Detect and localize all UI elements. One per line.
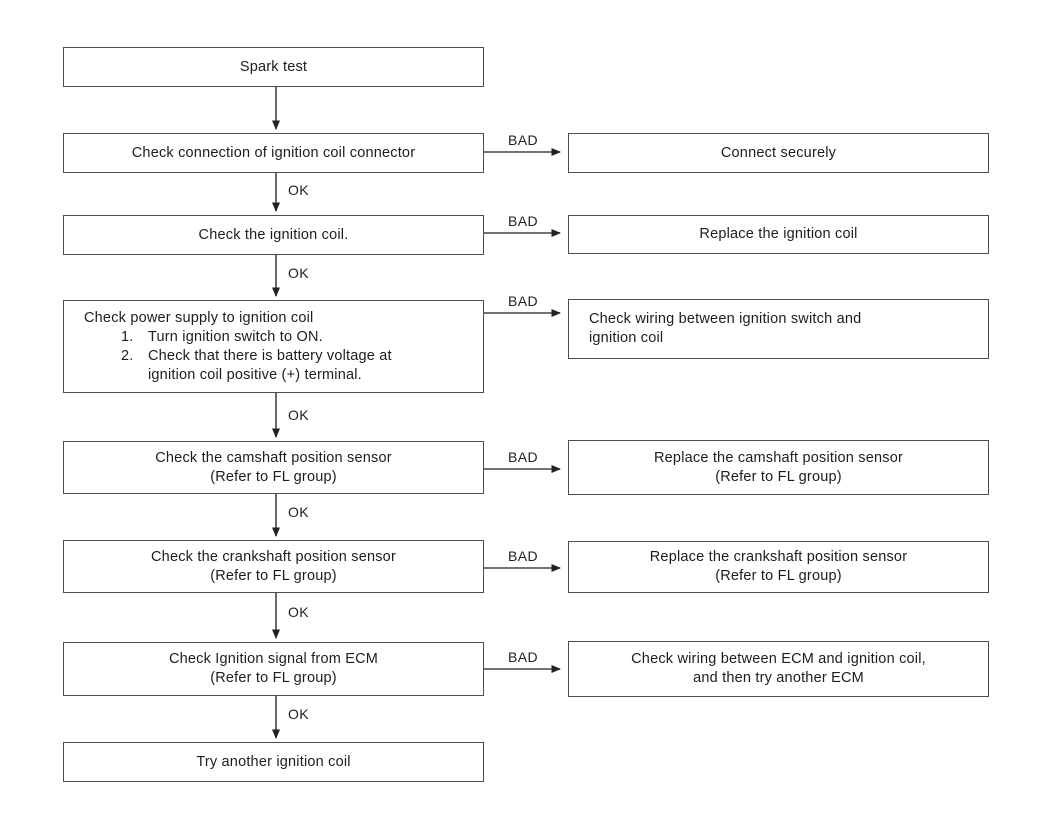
- bad-label: BAD: [508, 132, 538, 148]
- box-text: Check the camshaft position sensor: [155, 449, 392, 466]
- box-text: Check power supply to ignition coil: [84, 309, 314, 326]
- flow-box-replace-ignition-coil: Replace the ignition coil: [568, 215, 989, 254]
- ok-label: OK: [288, 604, 310, 620]
- bad-label: BAD: [508, 548, 538, 564]
- box-text: Check wiring between ECM and ignition co…: [631, 651, 926, 667]
- box-text: and then try another ECM: [693, 670, 864, 686]
- box-text: Replace the ignition coil: [699, 226, 858, 242]
- box-text: (Refer to FL group): [210, 468, 337, 485]
- bad-label: BAD: [508, 213, 538, 229]
- box-text: (Refer to FL group): [210, 567, 337, 584]
- bad-label: BAD: [508, 293, 538, 309]
- box-text: Check the ignition coil.: [198, 226, 349, 243]
- box-text: Check wiring between ignition switch and: [589, 311, 862, 327]
- box-text: Try another ignition coil: [196, 753, 351, 770]
- flow-box-replace-camshaft-sensor: Replace the camshaft position sensor (Re…: [568, 440, 989, 495]
- flow-box-check-ecm-signal: Check Ignition signal from ECM (Refer to…: [63, 642, 484, 696]
- ok-label: OK: [288, 504, 310, 520]
- box-text: (Refer to FL group): [210, 670, 337, 686]
- box-text: Check connection of ignition coil connec…: [131, 144, 416, 161]
- flow-box-connect-securely: Connect securely: [568, 133, 989, 173]
- bad-label: BAD: [508, 449, 538, 465]
- bad-label: BAD: [508, 649, 538, 665]
- ok-label: OK: [288, 407, 310, 423]
- flow-box-check-power-supply: Check power supply to ignition coil 1. T…: [63, 300, 484, 393]
- flow-box-check-connector: Check connection of ignition coil connec…: [63, 133, 484, 173]
- flow-box-check-wiring-ecm: Check wiring between ECM and ignition co…: [568, 641, 989, 697]
- box-text: Check Ignition signal from ECM: [168, 651, 379, 667]
- flow-box-check-wiring-ignition-switch: Check wiring between ignition switch and…: [568, 299, 989, 359]
- flow-box-spark-test: Spark test: [63, 47, 484, 87]
- box-text: (Refer to FL group): [715, 568, 842, 584]
- flow-box-check-ignition-coil: Check the ignition coil.: [63, 215, 484, 255]
- box-text: Replace the camshaft position sensor: [654, 449, 903, 466]
- box-text: Replace the crankshaft position sensor: [649, 549, 908, 565]
- box-text: Spark test: [239, 58, 308, 75]
- step-text: Turn ignition switch to ON.: [148, 328, 323, 345]
- box-text: Connect securely: [720, 144, 837, 161]
- numbered-step: 1. Turn ignition switch to ON.: [121, 328, 323, 347]
- flow-box-check-camshaft-sensor: Check the camshaft position sensor (Refe…: [63, 441, 484, 494]
- ok-label: OK: [288, 706, 310, 722]
- flow-box-check-crankshaft-sensor: Check the crankshaft position sensor (Re…: [63, 540, 484, 593]
- box-text: Check the crankshaft position sensor: [151, 548, 396, 565]
- step-number: 2.: [121, 347, 134, 364]
- flow-box-replace-crankshaft-sensor: Replace the crankshaft position sensor (…: [568, 541, 989, 593]
- ok-label: OK: [288, 265, 310, 281]
- box-text: ignition coil: [589, 330, 664, 346]
- numbered-step: 2. Check that there is battery voltage a…: [121, 347, 392, 385]
- step-text: ignition coil positive (+) terminal.: [148, 366, 362, 383]
- ok-label: OK: [288, 182, 310, 198]
- flow-box-try-another-coil: Try another ignition coil: [63, 742, 484, 782]
- box-text: (Refer to FL group): [715, 468, 842, 485]
- step-number: 1.: [121, 328, 134, 345]
- step-text: Check that there is battery voltage at: [148, 347, 392, 364]
